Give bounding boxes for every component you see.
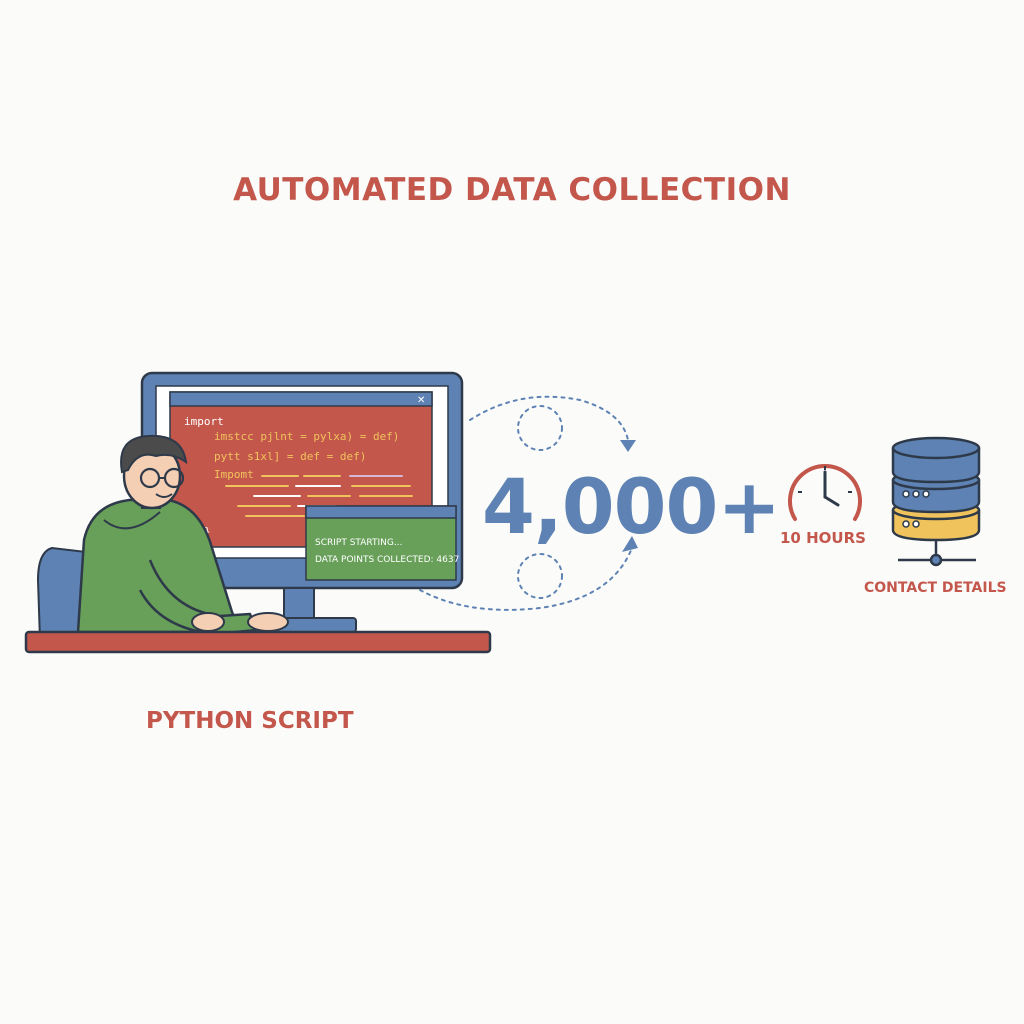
duration-label: 10 HOURS [780, 529, 866, 547]
code-line-3: pytt s1xl] = def = def) [214, 450, 366, 463]
terminal-line-2: DATA POINTS COLLECTED: 4637 [315, 555, 459, 565]
data-points-count: 4,000+ [482, 462, 781, 551]
code-line-4: Impomt [214, 468, 254, 481]
code-line-1: import [184, 415, 224, 428]
person-icon [76, 434, 289, 636]
terminal-line-1: SCRIPT STARTING... [315, 538, 402, 548]
python-script-label: PYTHON SCRIPT [146, 708, 354, 734]
close-icon: ✕ [417, 395, 425, 406]
page-title: AUTOMATED DATA COLLECTION [233, 172, 791, 208]
code-line-2: imstcc pjlnt = pylxa) = def) [214, 430, 399, 443]
cycle-arrows-icon [419, 395, 633, 611]
code-line-5: } [204, 525, 211, 538]
arrow-heads [620, 440, 638, 552]
clock-icon [788, 463, 862, 521]
contact-details-label: CONTACT DETAILS [864, 580, 1007, 596]
terminal-window: SCRIPT STARTING... DATA POINTS COLLECTED… [305, 505, 459, 581]
desk-icon [24, 630, 492, 654]
database-icon [891, 436, 981, 567]
